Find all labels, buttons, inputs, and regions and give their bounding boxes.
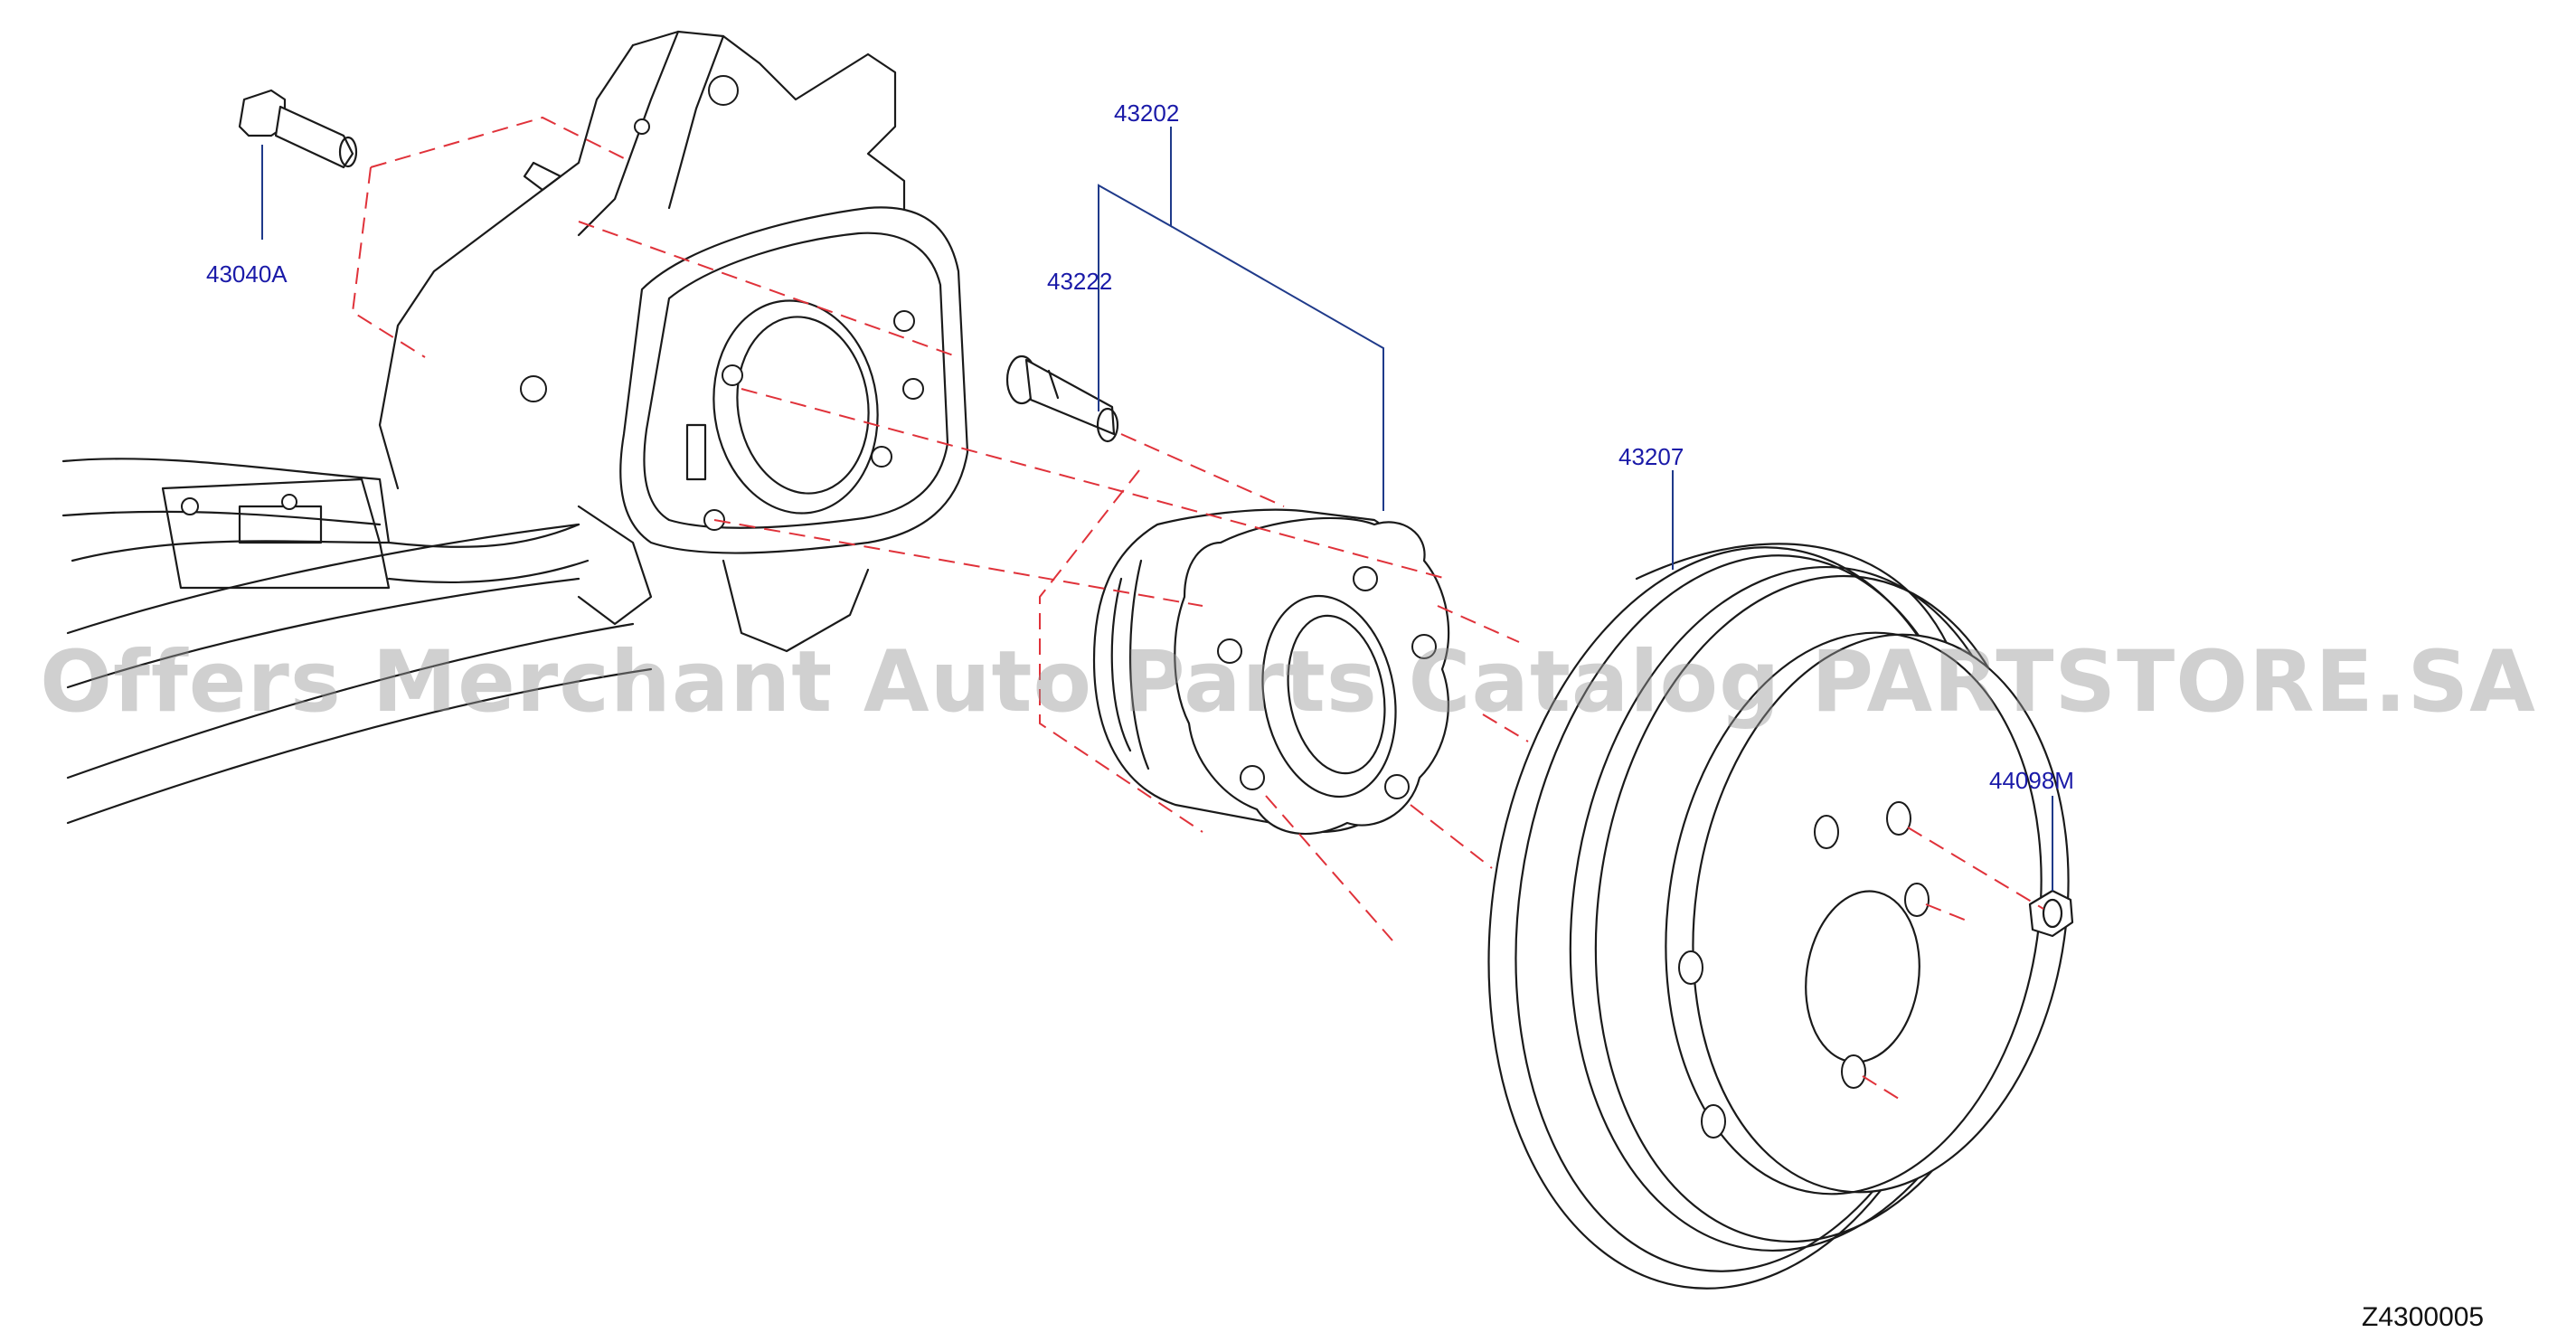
- bolt-43040a: [238, 89, 358, 169]
- callout-hub-bolt: 43222: [1047, 268, 1113, 295]
- hub-bolt-43222: [1005, 354, 1119, 443]
- axle-knuckle: [378, 30, 969, 653]
- callout-bolt: 43040A: [206, 260, 288, 288]
- wheel-nut-44098m: [2028, 889, 2074, 938]
- diagram-code: Z4300005: [2362, 1302, 2485, 1332]
- axle-beam: [61, 458, 653, 825]
- callout-nut: 44098M: [1989, 767, 2074, 794]
- hub-bearing-assembly: [1092, 508, 1450, 836]
- leader-lines: [261, 127, 2053, 891]
- callout-hub-assembly: 43202: [1114, 99, 1180, 127]
- assembly-lines: [351, 116, 2044, 1100]
- watermark: Offers Merchant Auto Parts Catalog PARTS…: [40, 633, 2536, 732]
- callout-disc-rotor: 43207: [1618, 443, 1684, 470]
- disc-rotor: [1487, 543, 2070, 1290]
